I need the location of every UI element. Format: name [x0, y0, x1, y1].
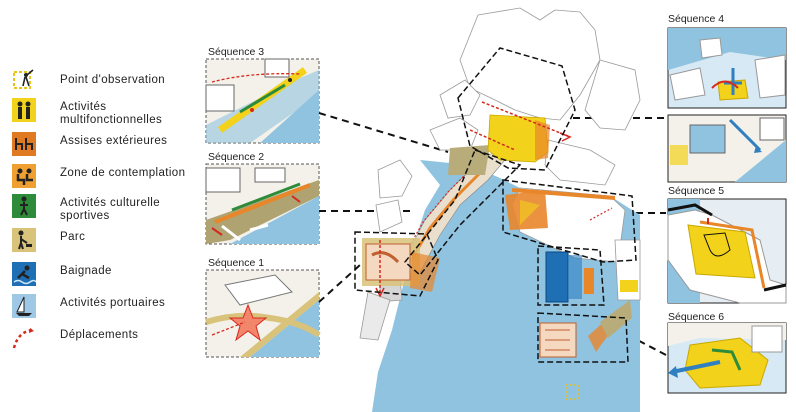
- binoculars-icon: [13, 69, 34, 89]
- legend-label: Parc: [60, 231, 86, 243]
- legend-item-contemplation: Zone de contemplation: [8, 164, 208, 192]
- legend-item-port: Activités portuaires: [8, 294, 208, 322]
- swimmer-icon: [12, 262, 36, 286]
- sitting-people-icon: [12, 164, 36, 188]
- legend-item-observation: Point d'observation: [8, 66, 208, 94]
- sport-icon: [12, 194, 36, 218]
- legend-label: Activités multifonctionnelles: [60, 101, 163, 126]
- sequence-3-title: Séquence 3: [208, 46, 265, 58]
- legend-label: Zone de contemplation: [60, 167, 186, 179]
- sequence-5-title: Séquence 5: [668, 185, 725, 197]
- sailboat-icon: [12, 294, 36, 318]
- sequence-3-panel: [205, 58, 320, 144]
- chairs-icon: [12, 132, 36, 156]
- sequence-4-detail: [667, 114, 787, 183]
- legend-item-movement: Déplacements: [8, 326, 208, 354]
- sequence-2-panel: [205, 163, 320, 245]
- dog-walker-icon: [12, 228, 36, 252]
- legend-item-park: Parc: [8, 228, 208, 256]
- legend-label: Activités culturelle sportives: [60, 197, 161, 222]
- legend-label: Baignade: [60, 265, 112, 277]
- sequence-5-panel: [667, 198, 787, 304]
- legend-label: Activités portuaires: [60, 297, 166, 309]
- sequence-6-panel: [667, 322, 787, 394]
- sequence-4-title: Séquence 4: [668, 13, 725, 25]
- legend-label: Déplacements: [60, 329, 139, 341]
- central-map: [354, 7, 641, 412]
- legend-item-seating: Assises extérieures: [8, 132, 208, 160]
- legend-item-swimming: Baignade: [8, 262, 208, 290]
- footsteps-icon: [12, 328, 34, 349]
- legend-item-sport: Activités culturelle sportives: [8, 194, 208, 222]
- sequence-6-title: Séquence 6: [668, 311, 725, 323]
- people-icon: [12, 98, 36, 122]
- legend-label: Assises extérieures: [60, 135, 168, 147]
- legend-label: Point d'observation: [60, 74, 166, 86]
- sequence-1-title: Séquence 1: [208, 257, 265, 269]
- sequence-2-title: Séquence 2: [208, 151, 265, 163]
- sequence-4-panel: [667, 27, 787, 109]
- legend-item-multifunction: Activités multifonctionnelles: [8, 98, 208, 126]
- sequence-1-panel: [205, 269, 321, 358]
